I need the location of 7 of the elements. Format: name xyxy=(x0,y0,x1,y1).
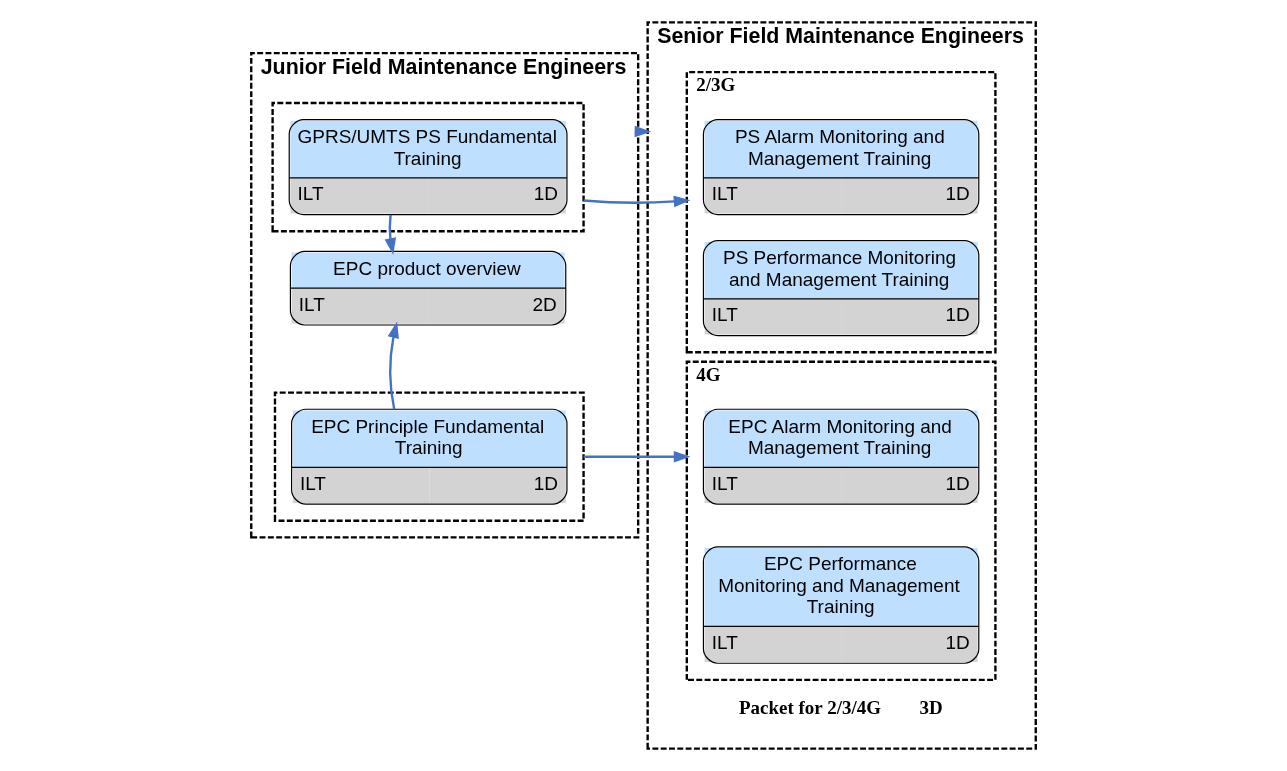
arrow xyxy=(387,321,399,410)
cluster xyxy=(273,391,585,522)
arrow xyxy=(583,450,691,463)
arrow xyxy=(583,195,691,208)
arrow xyxy=(384,214,397,255)
cluster xyxy=(271,101,585,233)
arrow xyxy=(634,125,652,138)
